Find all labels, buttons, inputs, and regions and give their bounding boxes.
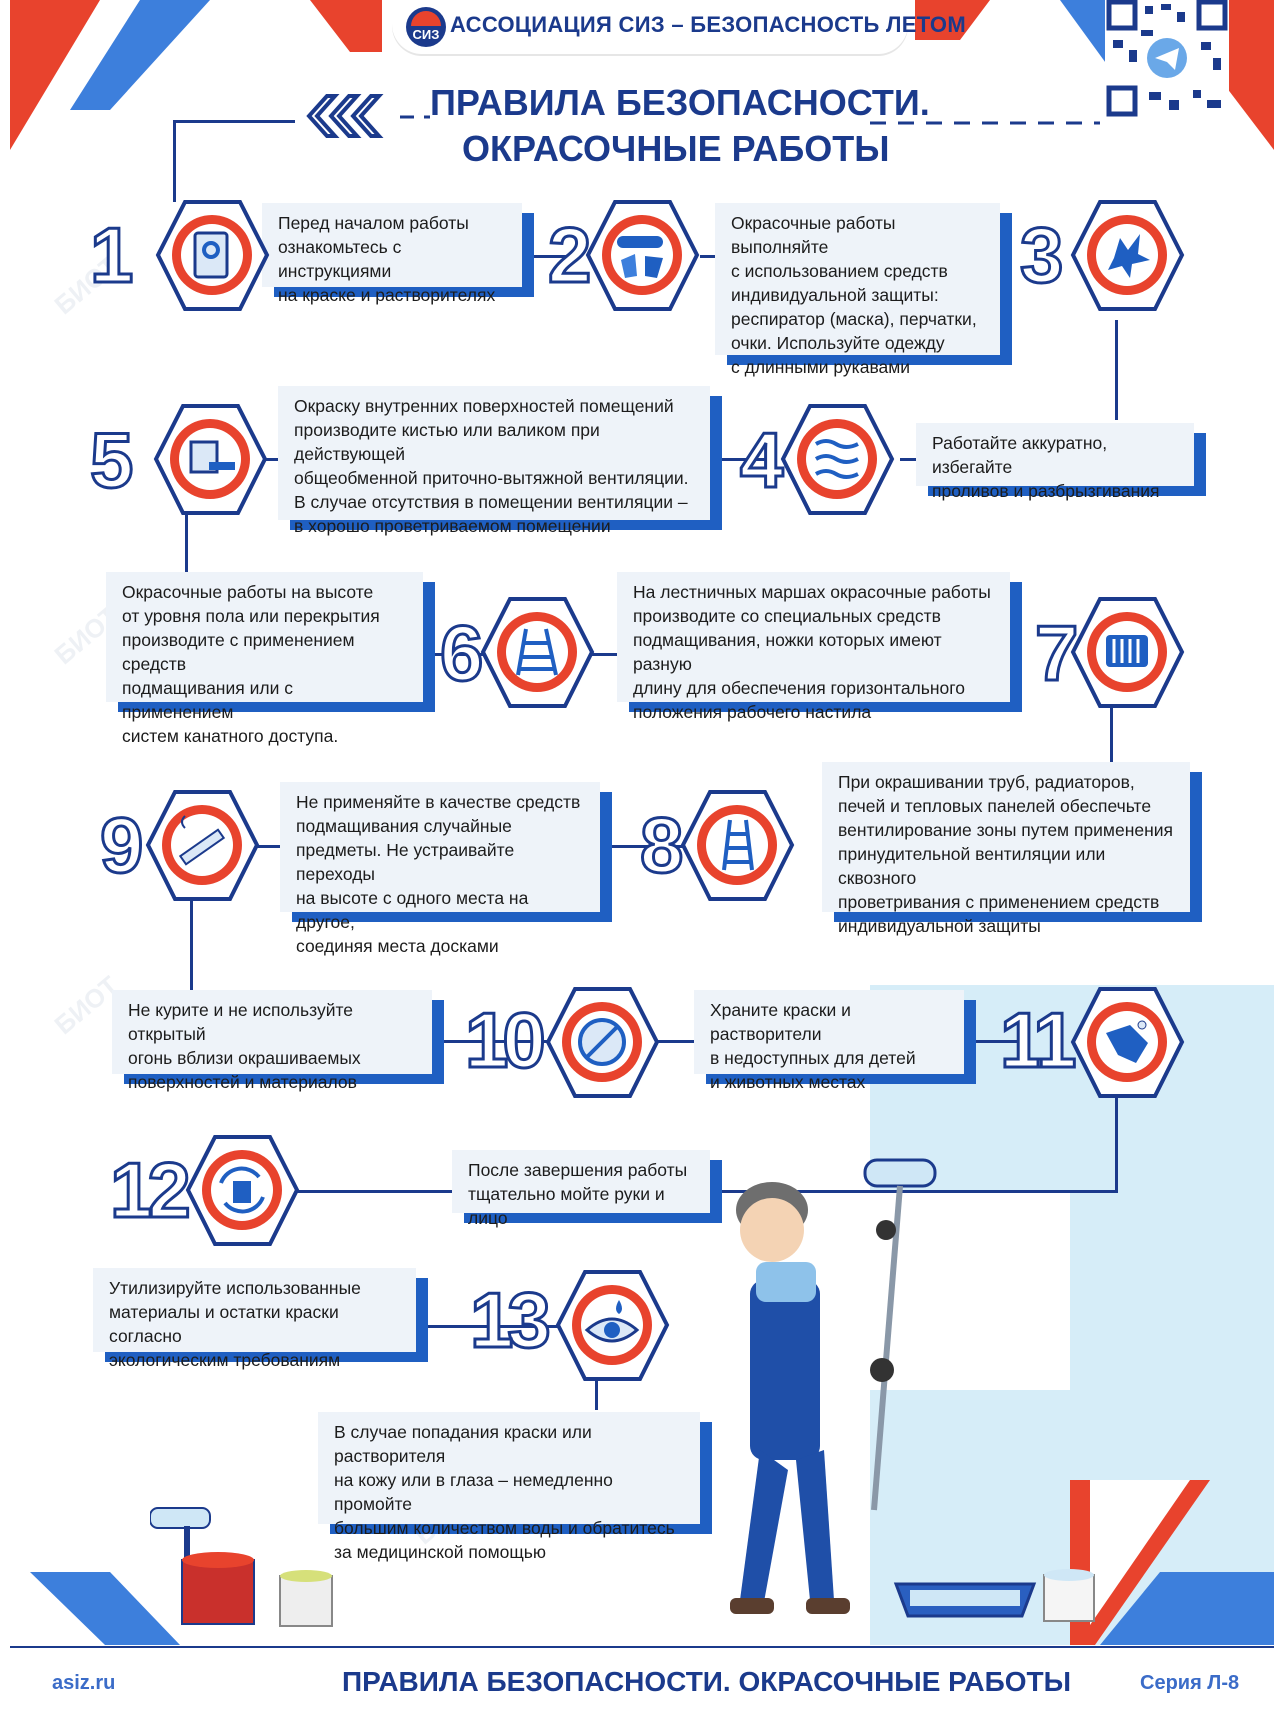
step-13-number: 13 [469, 1276, 553, 1364]
extra-note-text: В случае попадания краски или растворите… [318, 1412, 700, 1562]
step-7-number: 7 [1033, 609, 1079, 697]
step-8-number: 8 [638, 801, 684, 889]
connector [173, 120, 295, 123]
paint-splash-icon [1070, 200, 1185, 311]
painter-illustration [730, 1158, 937, 1614]
radiator-icon [1070, 597, 1185, 708]
arrows-left-icon [306, 94, 384, 138]
connector [1115, 1095, 1118, 1190]
cigarette-icon [145, 790, 260, 901]
step-5-number: 5 [88, 416, 134, 504]
paint-can-icon [1043, 1569, 1095, 1622]
step-11-text: Храните краски и растворители в недоступ… [694, 990, 964, 1092]
step-10-number: 10 [464, 996, 548, 1084]
page-title-line1: ПРАВИЛА БЕЗОПАСНОСТИ. [430, 82, 930, 123]
no-animals-icon [545, 987, 660, 1098]
association-logo-icon: СИЗ [406, 7, 446, 47]
svg-text:СИЗ: СИЗ [413, 27, 440, 42]
paint-buckets-icon [150, 1507, 333, 1627]
connector [595, 1380, 598, 1410]
step-2-text: Окрасочные работы выполняйте с использов… [715, 203, 1000, 377]
connector [190, 900, 193, 995]
step-9-number: 9 [98, 801, 144, 889]
paint-tray-icon [893, 1582, 1037, 1618]
footer-site-link[interactable]: asiz.ru [52, 1672, 116, 1694]
step-8-text: При окрашивании труб, радиаторов, печей … [822, 762, 1190, 936]
connector [173, 120, 176, 202]
connector [185, 510, 188, 575]
title-dashes [400, 115, 1100, 125]
step-12-text: После завершения работы тщательно мойте … [452, 1150, 710, 1228]
ladder-icon [680, 790, 795, 901]
step-3-number: 3 [1018, 211, 1064, 299]
footer-series: Серия Л-8 [1140, 1672, 1240, 1694]
connector [410, 1325, 570, 1328]
step-4-number: 4 [738, 416, 784, 504]
step-4-text: Работайте аккуратно, избегайте проливов … [916, 423, 1194, 501]
step-5-text: Окраску внутренних поверхностей помещени… [278, 386, 710, 536]
step-11-number: 11 [998, 996, 1078, 1084]
footer-divider [10, 1646, 1274, 1648]
step-13-text: Утилизируйте использованные материалы и … [93, 1268, 416, 1370]
connector [1115, 320, 1118, 420]
goggles-gloves-icon [585, 200, 700, 311]
step-1-number: 1 [88, 211, 134, 299]
hand-washing-icon [1070, 987, 1185, 1098]
step-9-text: Не применяйте в качестве средств подмащи… [280, 782, 600, 956]
connector [1110, 700, 1113, 765]
instruction-book-icon [155, 200, 270, 311]
ventilation-icon [780, 404, 895, 515]
step-12-number: 12 [109, 1146, 193, 1234]
step-1-text: Перед началом работы ознакомьтесь с инст… [262, 203, 522, 305]
step-6-text: Окрасочные работы на высоте от уровня по… [106, 572, 423, 746]
qr-code[interactable] [1105, 0, 1229, 118]
step-ladder-icon [480, 597, 595, 708]
step-6-number: 6 [438, 609, 484, 697]
footer-title: ПРАВИЛА БЕЗОПАСНОСТИ. ОКРАСОЧНЫЕ РАБОТЫ [342, 1666, 1072, 1697]
step-10-text: Не курите и не используйте открытый огон… [112, 990, 432, 1092]
step-7-text: На лестничных маршах окрасочные работы п… [617, 572, 1010, 722]
recycle-bin-icon [185, 1135, 300, 1246]
paint-bucket-brush-icon [153, 404, 268, 515]
page-title-line2: ОКРАСОЧНЫЕ РАБОТЫ [462, 128, 890, 169]
association-name: АССОЦИАЦИЯ СИЗ – БЕЗОПАСНОСТЬ ЛЕТОМ [450, 12, 966, 37]
eye-drop-icon [555, 1270, 670, 1381]
step-2-number: 2 [546, 211, 592, 299]
poster: БИОТ БИОТ БИОТ БИОТ СИЗ АССОЦИАЦИЯ СИЗ –… [10, 0, 1274, 1712]
header-banner [392, 0, 908, 54]
